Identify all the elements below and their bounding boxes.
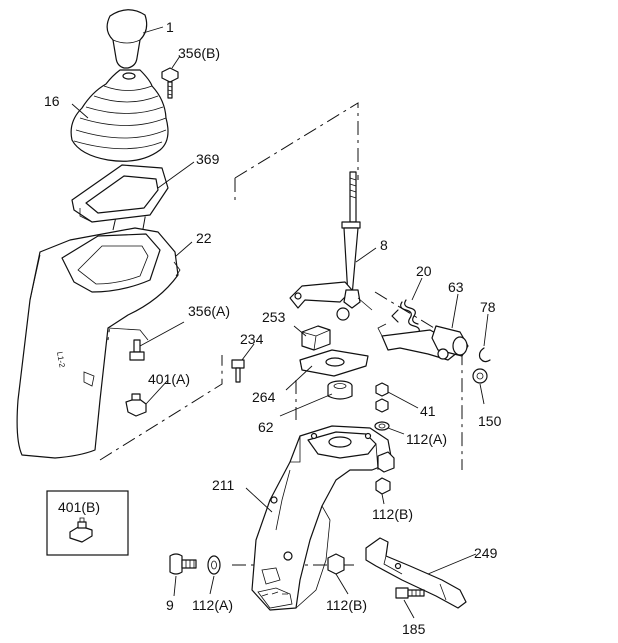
ball-seat [327, 380, 353, 400]
callout-22: 22 [196, 230, 212, 246]
washer-112a-upper [374, 421, 390, 431]
cable-stay [365, 537, 467, 609]
spring [391, 299, 420, 337]
shift-knob [106, 9, 148, 69]
guide-plate [299, 349, 369, 377]
callout-16: 16 [44, 93, 60, 109]
bolt-234 [231, 359, 245, 383]
snap-ring [478, 347, 491, 363]
callout-401b: 401(B) [58, 499, 100, 515]
callout-112a-upper: 112(A) [406, 431, 447, 447]
nut-112b-lower [327, 553, 345, 575]
housing-marking: L1-2 [55, 351, 67, 369]
callout-401a: 401(A) [148, 371, 190, 387]
boot-retainer-frame [71, 164, 169, 223]
callout-356b: 356(B) [178, 45, 220, 61]
screw-356b [161, 67, 179, 99]
screw-356a [129, 339, 145, 361]
callout-112b-upper: 112(B) [372, 506, 413, 522]
callout-20: 20 [416, 263, 432, 279]
callout-356a: 356(A) [188, 303, 230, 319]
bushing [472, 368, 488, 384]
bolt-9 [169, 553, 197, 575]
callout-112a-lower: 112(A) [192, 597, 233, 613]
nut-112b-upper [375, 477, 391, 495]
callout-78: 78 [480, 299, 496, 315]
shift-bracket [251, 425, 395, 611]
nut-41 [375, 382, 389, 413]
leader-lines [71, 26, 489, 619]
callout-249: 249 [474, 545, 498, 561]
shift-lever [289, 171, 373, 321]
console-housing: L1-2 [16, 227, 181, 459]
callout-8: 8 [380, 237, 388, 253]
bolt-185 [395, 587, 425, 599]
callout-labels: 1 356(B) 16 369 22 8 20 63 78 253 356(A)… [44, 19, 502, 637]
callout-63: 63 [448, 279, 464, 295]
shift-boot [70, 69, 169, 162]
callout-1: 1 [166, 19, 174, 35]
callout-264: 264 [252, 389, 276, 405]
clip-401a [125, 393, 147, 417]
callout-369: 369 [196, 151, 220, 167]
washer-112a-lower [207, 555, 221, 575]
callout-253: 253 [262, 309, 286, 325]
select-lever [377, 323, 469, 361]
callout-62: 62 [258, 419, 274, 435]
damper-block [301, 325, 331, 351]
callout-211: 211 [212, 477, 235, 493]
clip-401b-inset [46, 490, 129, 556]
callout-9: 9 [166, 597, 174, 613]
callout-234: 234 [240, 331, 264, 347]
callout-112b-lower: 112(B) [326, 597, 367, 613]
callout-150: 150 [478, 413, 502, 429]
callout-185: 185 [402, 621, 426, 637]
callout-41: 41 [420, 403, 436, 419]
